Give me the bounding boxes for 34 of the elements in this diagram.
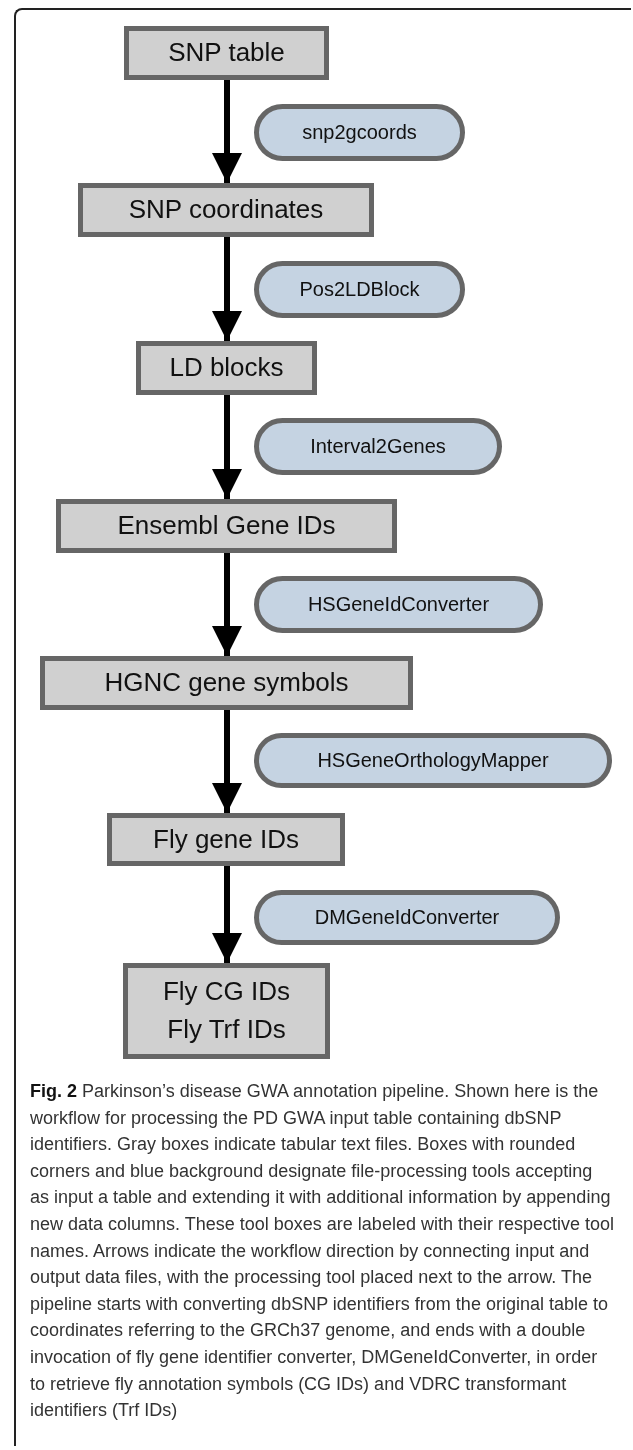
- node-label: Fly gene IDs: [153, 822, 299, 856]
- tool-box: [254, 261, 465, 318]
- figure-caption: Fig. 2 Parkinson’s disease GWA annotation pipeline. Shown here is the workflow for processing the PD GWA input table containing dbSNP identifiers. Gray boxes indicate tabular text files. Boxes with rounded corners and blue background designate file-processing tools accepting as input a table and extending it with additional information by appending new data columns. These tool boxes are labeled with their respective tool names. Arrows indicate the workflow direction by connecting input and output data files, with the processing tool placed next to the arrow. The pipeline starts with converting dbSNP identifiers from the original table to coordinates referring to the GRCh37 genome, and ends with a double invocation of fly gene identifier converter, DMGeneIdConverter, in order to retrieve fly annotation symbols (CG IDs) and VDRC transformant identifiers (Trf IDs): [30, 1080, 614, 1423]
- file-box: [40, 656, 413, 710]
- tool-box: [254, 890, 560, 945]
- arrow: [212, 553, 242, 656]
- node-label: DMGeneIdConverter: [314, 905, 500, 930]
- file-box: [107, 813, 345, 866]
- arrow: [212, 80, 242, 183]
- arrow: [212, 866, 242, 963]
- node-label: Interval2Genes: [310, 434, 446, 459]
- node-label: LD blocks: [169, 351, 284, 385]
- file-box: [78, 183, 374, 237]
- node-label: Fly CG IDs: [162, 975, 291, 1009]
- node-label: HGNC gene symbols: [104, 666, 349, 700]
- node-label: HSGeneIdConverter: [307, 592, 490, 617]
- node-label: Fly Trf IDs: [167, 1013, 286, 1046]
- arrow: [212, 237, 242, 341]
- file-box: [124, 26, 329, 80]
- tool-box: [254, 576, 543, 633]
- file-box: [56, 499, 397, 553]
- file-box: [123, 963, 330, 1059]
- node-label: HSGeneOrthologyMapper: [317, 748, 549, 773]
- node-label: SNP table: [168, 36, 285, 70]
- tool-box: [254, 104, 465, 161]
- arrow: [212, 395, 242, 499]
- node-label: SNP coordinates: [128, 193, 324, 227]
- node-label: snp2gcoords: [302, 120, 417, 145]
- tool-box: [254, 418, 502, 475]
- tool-box: [254, 733, 612, 788]
- node-label: Pos2LDBlock: [299, 277, 420, 302]
- node-label: Ensembl Gene IDs: [117, 509, 336, 543]
- arrow: [212, 710, 242, 813]
- file-box: [136, 341, 317, 395]
